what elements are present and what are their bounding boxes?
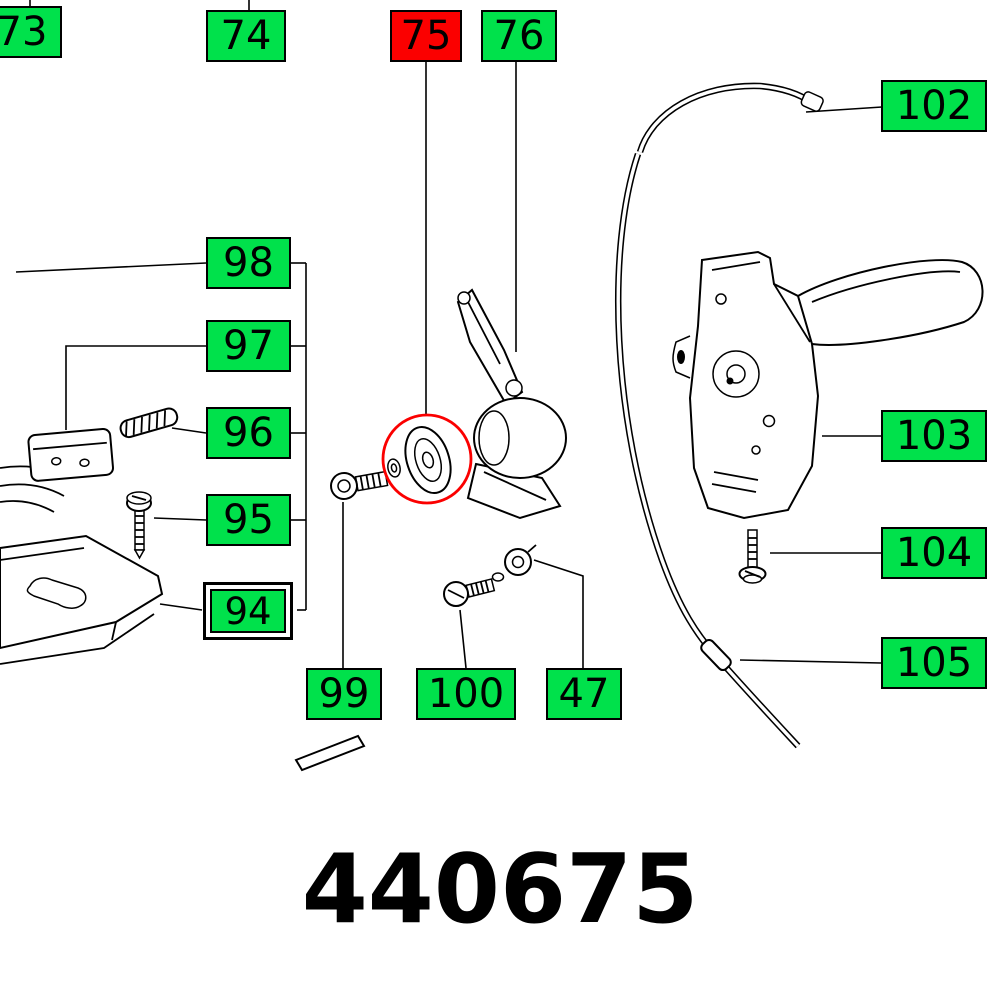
callout-100[interactable]: 100 bbox=[416, 668, 516, 720]
callout-103[interactable]: 103 bbox=[881, 410, 987, 462]
callout-95[interactable]: 95 bbox=[206, 494, 291, 546]
callout-99[interactable]: 99 bbox=[306, 668, 382, 720]
cable-drawing bbox=[615, 82, 824, 749]
screw-100-drawing bbox=[443, 578, 496, 607]
callout-104[interactable]: 104 bbox=[881, 527, 987, 579]
callout-47[interactable]: 47 bbox=[546, 668, 622, 720]
callout-74[interactable]: 74 bbox=[206, 10, 286, 62]
callout-98[interactable]: 98 bbox=[206, 237, 291, 289]
bolt-99-drawing bbox=[330, 458, 401, 500]
washer-75-drawing bbox=[404, 426, 452, 494]
callout-94[interactable]: 94 bbox=[210, 589, 286, 633]
callout-75-highlighted[interactable]: 75 bbox=[390, 10, 462, 62]
callout-105[interactable]: 105 bbox=[881, 637, 987, 689]
leader-lines bbox=[15, 0, 883, 669]
callout-96[interactable]: 96 bbox=[206, 407, 291, 459]
screw-104-drawing bbox=[738, 529, 767, 584]
callout-76[interactable]: 76 bbox=[481, 10, 557, 62]
cable-end-cap-drawing bbox=[800, 91, 824, 112]
callout-102[interactable]: 102 bbox=[881, 80, 987, 132]
rod-drawing bbox=[294, 734, 366, 772]
callout-73[interactable]: 73 bbox=[0, 6, 62, 58]
cable-ferrule-drawing bbox=[700, 638, 732, 672]
base-plate-drawing bbox=[0, 465, 164, 665]
handle-drawing bbox=[672, 250, 984, 520]
screw-95-drawing bbox=[126, 491, 152, 560]
knurled-pin-drawing bbox=[119, 407, 179, 439]
callout-97[interactable]: 97 bbox=[206, 320, 291, 372]
cap-47-drawing bbox=[491, 544, 537, 582]
callout-94-frame: 94 bbox=[203, 582, 293, 640]
highlight-circle bbox=[381, 413, 473, 505]
part-number: 440675 bbox=[301, 835, 699, 945]
lever-clamp-drawing bbox=[456, 288, 567, 520]
clamp-block-drawing bbox=[27, 428, 114, 482]
